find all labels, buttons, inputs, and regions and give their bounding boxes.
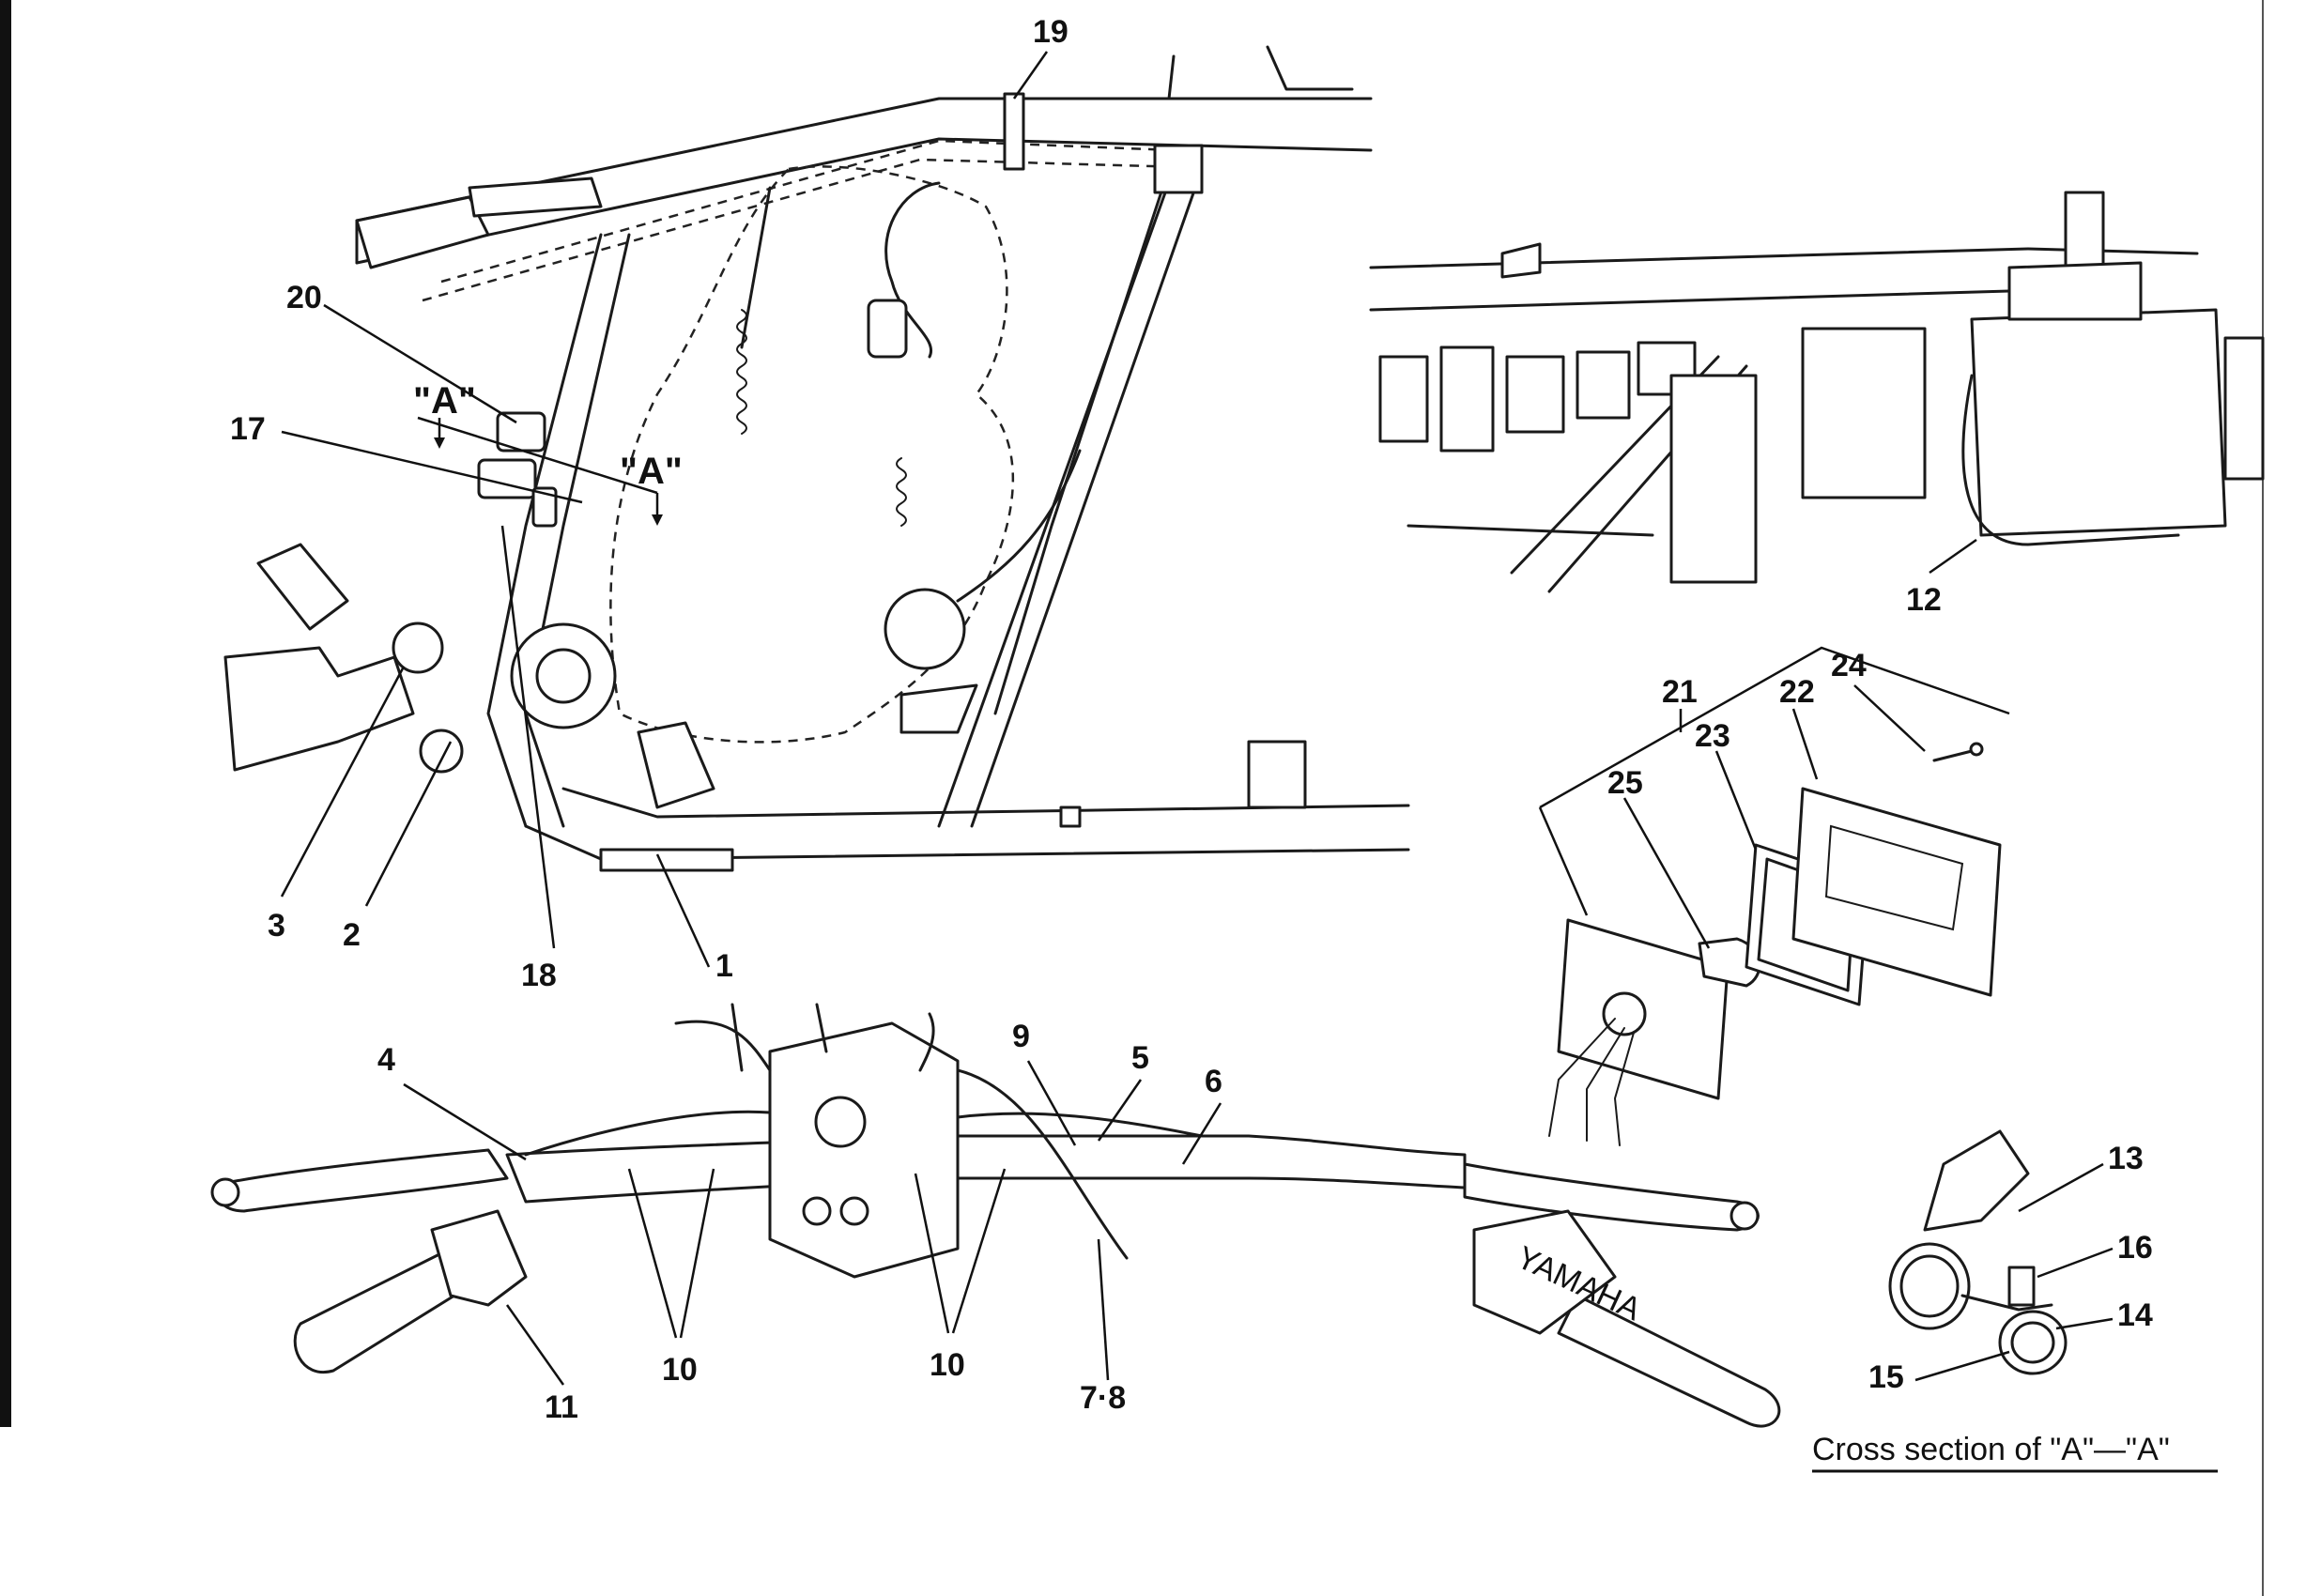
frame-assembly [223,45,1410,872]
callout-5: 5 [1131,1040,1149,1076]
callout-3: 3 [268,908,285,944]
handlebar-assembly: YAMAHA [210,1003,1781,1428]
callout-6: 6 [1205,1064,1222,1099]
tail-lamp-assembly [1548,742,2002,1146]
callout-18: 18 [521,958,557,993]
callout-9: 9 [1012,1019,1030,1054]
callout-22: 22 [1779,674,1815,710]
cross-section-caption: Cross section of "A"—"A" [1812,1432,2170,1467]
callout-25: 25 [1607,765,1643,801]
callout-20: 20 [286,280,322,315]
callout-11: 11 [545,1389,578,1425]
callout-10a: 10 [662,1352,698,1388]
callout-7-8: 7·8 [1080,1380,1126,1416]
leader-lines [280,51,2114,1386]
callout-19: 19 [1033,14,1068,50]
callout-4: 4 [377,1042,395,1078]
section-mark-a-right: "A" [620,451,683,492]
caption-group: Cross section of "A"—"A" [1812,1432,2218,1473]
callout-15: 15 [1868,1359,1904,1395]
electrical-box-assembly [1369,191,2265,593]
section-mark-a-left: "A" [413,380,476,422]
callout-labels: 1 2 3 4 5 6 7·8 9 10 10 11 12 13 14 15 1… [230,14,2153,1425]
callout-12: 12 [1906,582,1942,618]
callout-16: 16 [2117,1230,2153,1266]
callout-23: 23 [1695,718,1730,754]
callout-13: 13 [2108,1141,2144,1176]
cross-section-detail [1888,1129,2068,1375]
callout-2: 2 [343,917,361,953]
scan-edge-band [0,0,11,1427]
callout-1: 1 [715,948,733,984]
callout-17: 17 [230,411,266,447]
callout-21: 21 [1662,674,1698,710]
callout-10b: 10 [930,1347,965,1383]
callout-14: 14 [2117,1297,2153,1333]
callout-24: 24 [1831,648,1867,683]
